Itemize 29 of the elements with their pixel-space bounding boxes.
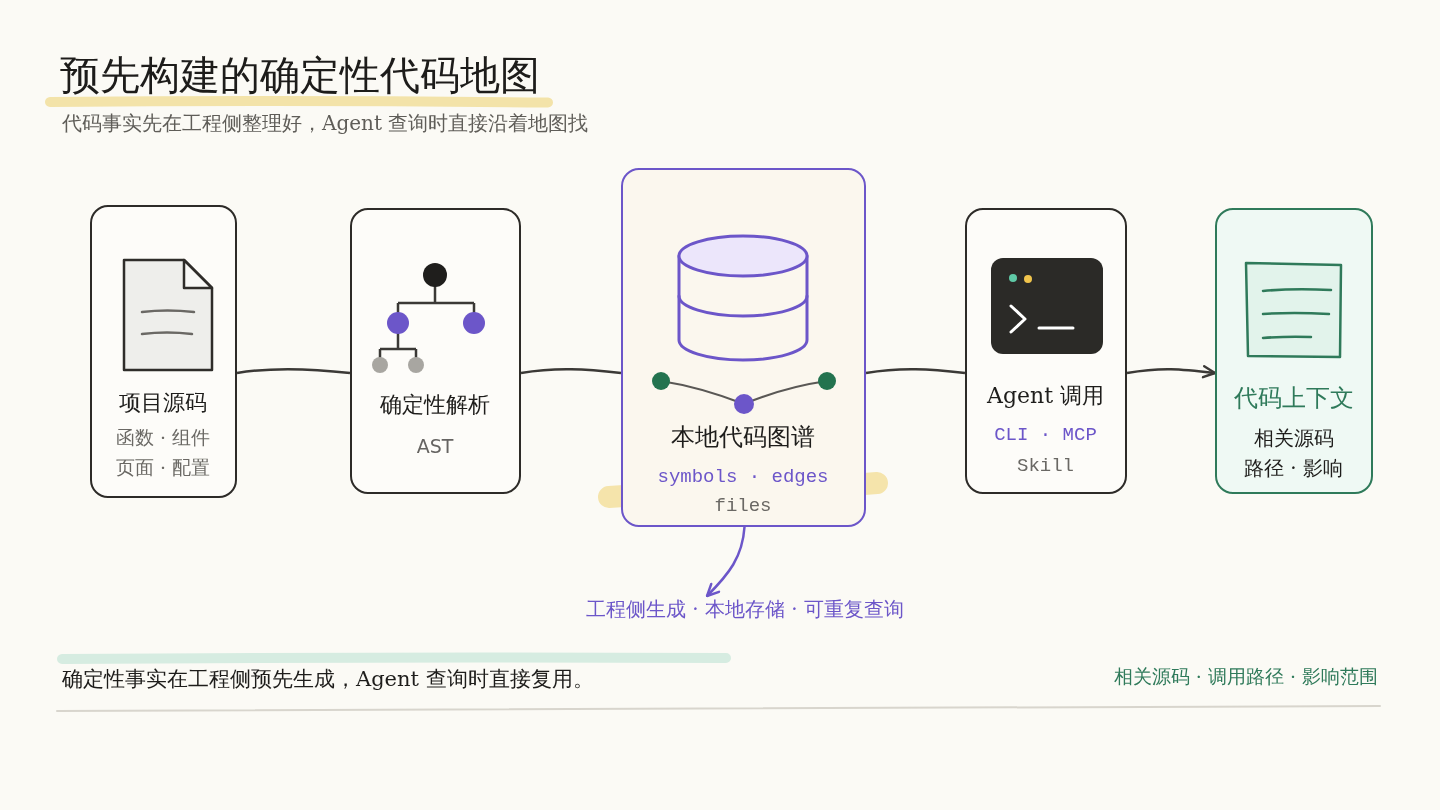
annotation-text: 工程侧生成 · 本地存储 · 可重复查询 [585,596,905,623]
box-detail: 函数 · 组件 [115,424,211,450]
box-title: 确定性解析 [380,390,490,419]
box-title: 项目源码 [119,388,207,417]
box-detail: 相关源码 [1253,424,1334,451]
box-detail: 页面 · 配置 [115,454,211,480]
process-box [90,205,237,498]
process-box [965,208,1127,494]
box-title: 本地代码图谱 [671,421,815,453]
connector-line [236,368,351,375]
box-title: Agent 调用 [987,381,1104,410]
title: 预先构建的确定性代码地图 [60,51,540,96]
subtitle: 代码事实先在工程侧整理好，Agent 查询时直接沿着地图找 [62,110,589,137]
box-title: 代码上下文 [1233,382,1354,414]
box-detail: AST [416,434,454,457]
arrow [1126,365,1217,379]
box-detail: 路径 · 影响 [1243,454,1344,481]
box-detail: Skill [1017,454,1074,477]
summary-text: 相关源码 · 调用路径 · 影响范围 [1113,664,1378,689]
box-detail: CLI · MCP [994,423,1097,446]
process-box [621,168,866,527]
connector-line [520,368,622,375]
arrow [705,526,746,598]
summary-text: 确定性事实在工程侧预先生成，Agent 查询时直接复用。 [62,666,594,693]
box-detail: symbols · edges [657,465,829,488]
process-box [1215,208,1373,494]
connector-line [865,368,966,375]
box-detail: files [714,494,772,517]
process-box [350,208,521,494]
